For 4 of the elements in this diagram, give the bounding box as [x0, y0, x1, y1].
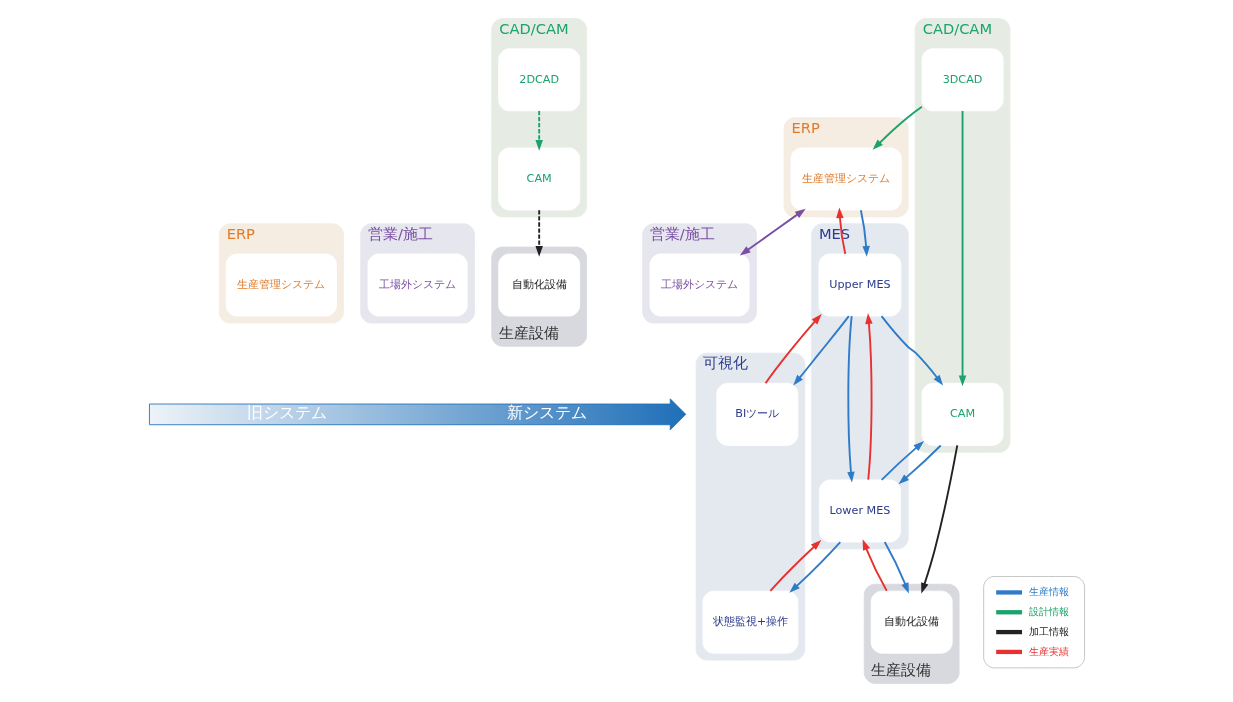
legend-label: 生産情報	[1028, 585, 1069, 598]
legend-label: 設計情報	[1028, 604, 1069, 617]
legend-label: 加工情報	[1028, 624, 1069, 637]
legend-label: 生産実績	[1028, 644, 1069, 657]
